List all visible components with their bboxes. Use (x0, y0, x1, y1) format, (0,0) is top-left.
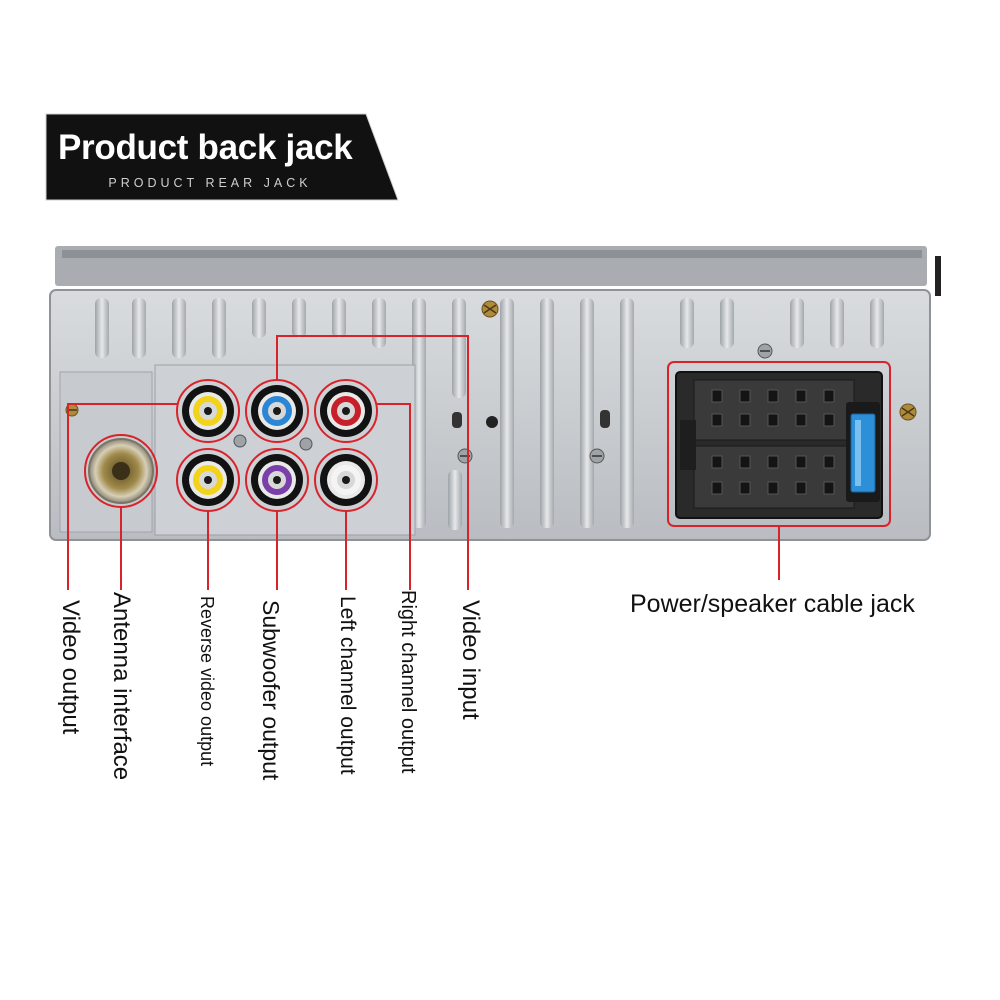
label-reverse-video-output: Reverse video output (197, 596, 217, 767)
label-left-channel-output: Left channel output (336, 596, 359, 775)
screw-icon (457, 448, 473, 464)
screw-icon (899, 403, 917, 421)
label-subwoofer-output: Subwoofer output (258, 600, 284, 781)
rca-jacks (182, 385, 372, 506)
right-channel-output-jack (320, 385, 372, 437)
label-video-output: Video output (57, 600, 84, 735)
heatsink-fins (95, 298, 884, 530)
label-video-input: Video input (457, 600, 484, 720)
banner-title: Product back jack (58, 128, 353, 167)
label-power-speaker-cable-jack: Power/speaker cable jack (630, 590, 915, 618)
screw-icon (481, 300, 499, 318)
title-banner (45, 113, 399, 201)
video-input-jack (251, 385, 303, 437)
video-output-jack (182, 385, 234, 437)
screw-icon (299, 437, 313, 451)
fuse-icon (846, 402, 880, 502)
label-right-channel-output: Right channel output (397, 590, 419, 774)
subwoofer-output-jack (251, 454, 303, 506)
screw-icon (757, 343, 773, 359)
banner-subtitle: PRODUCT REAR JACK (108, 176, 312, 190)
screw-icon (589, 448, 605, 464)
antenna-socket (88, 438, 154, 504)
label-antenna-interface: Antenna interface (108, 592, 135, 781)
reverse-video-output-jack (182, 454, 234, 506)
left-channel-output-jack (320, 454, 372, 506)
power-speaker-connector (675, 371, 883, 519)
callout-lines (67, 335, 891, 590)
screw-icon (233, 434, 247, 448)
connector-pins (711, 389, 835, 495)
